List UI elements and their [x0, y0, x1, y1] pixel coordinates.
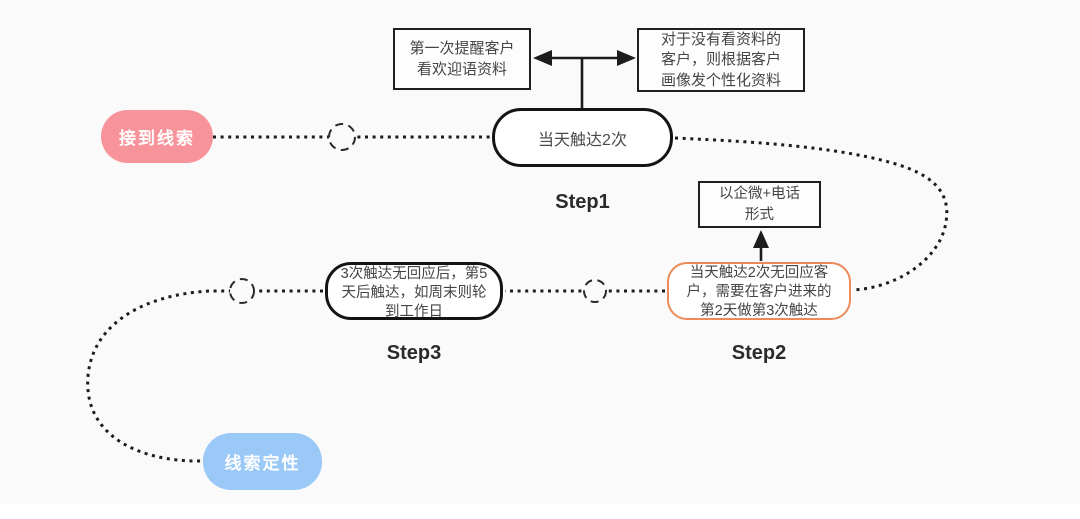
connector-step1-to-notes [549, 56, 620, 108]
line-hop-icon [583, 279, 607, 303]
line-hop-icon [328, 123, 356, 151]
node-step2: 当天触达2次无回应客 户，需要在客户进来的 第2天做第3次触达 [667, 262, 851, 320]
note-personalized-material: 对于没有看资料的 客户，则根据客户 画像发个性化资料 [637, 28, 805, 92]
node-step3: 3次触达无回应后，第5 天后触达，如周末则轮 到工作日 [325, 262, 503, 320]
arrowhead-right-icon [617, 50, 636, 66]
label-step1: Step1 [555, 191, 610, 213]
note-channel: 以企微+电话 形式 [698, 181, 821, 228]
node-step1: 当天触达2次 [492, 108, 673, 167]
flow-line-step3-to-end [86, 289, 323, 463]
bottom-white-strip [0, 504, 1080, 519]
note-first-reminder: 第一次提醒客户 看欢迎语资料 [393, 28, 531, 90]
label-step2: Step2 [731, 342, 787, 364]
line-hop-icon [229, 278, 255, 304]
label-step3: Step3 [386, 342, 442, 364]
node-lead-qualification: 线索定性 [203, 433, 322, 490]
arrowhead-up-icon [753, 230, 769, 248]
arrowhead-left-icon [533, 50, 552, 66]
flow-line-step1-to-step2 [674, 136, 949, 292]
node-lead-received: 接到线索 [101, 110, 213, 163]
